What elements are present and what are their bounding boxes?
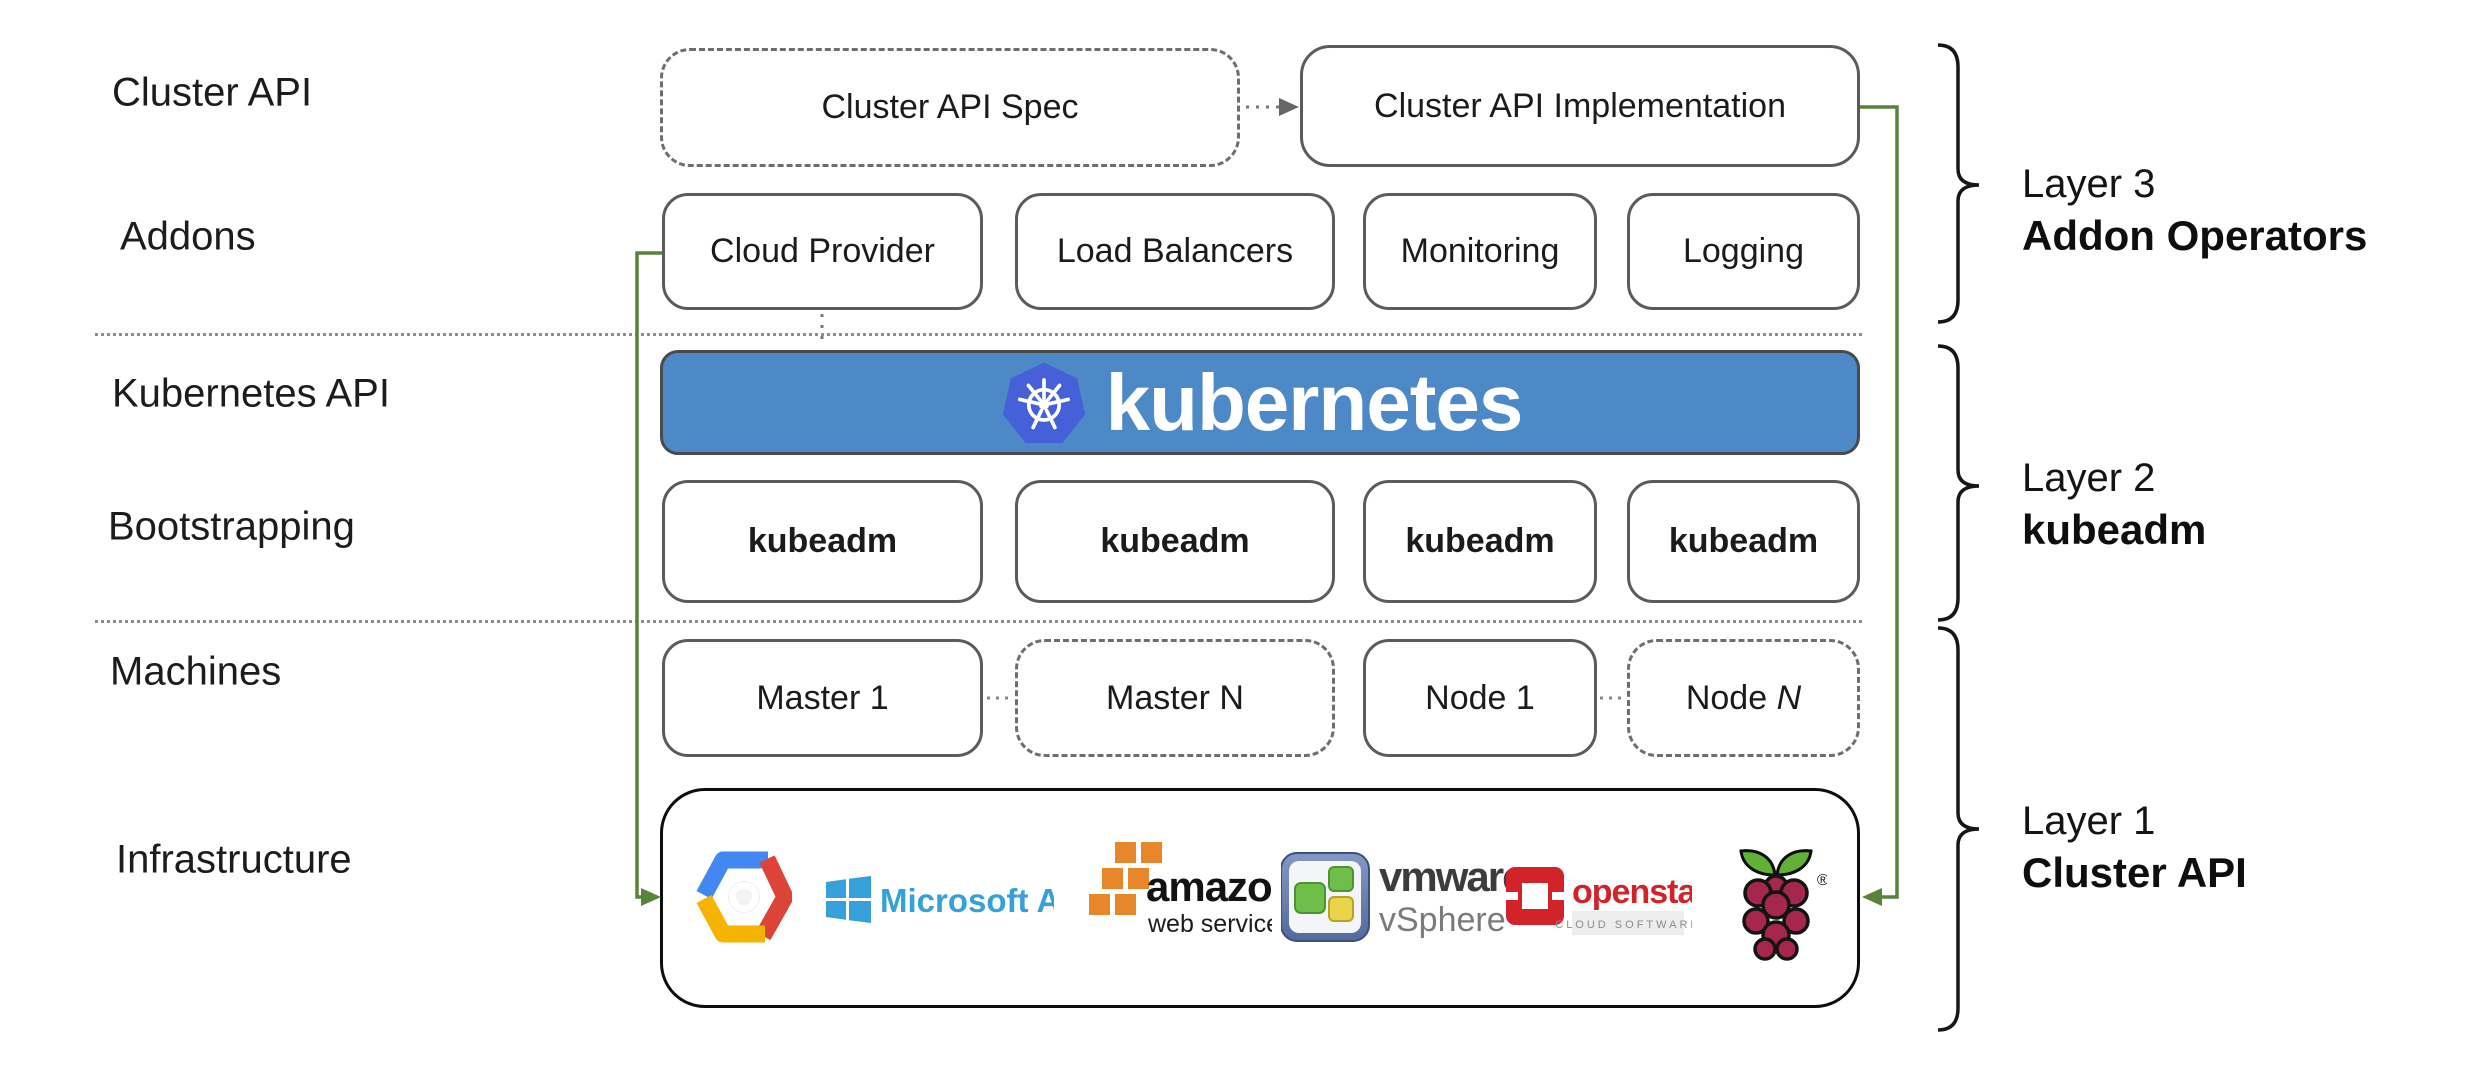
svg-text:openstack: openstack	[1572, 873, 1692, 911]
logging-label: Logging	[1682, 232, 1804, 270]
layer-1-subtitle: Cluster API	[2022, 849, 2247, 896]
section-divider-top	[95, 333, 1862, 336]
row-label-kubernetes-api: Kubernetes API	[112, 371, 390, 416]
node-1-label: Node 1	[1425, 678, 1535, 717]
load-balancers-label: Load Balancers	[1056, 232, 1294, 270]
kubeadm-label: kubeadm	[1100, 522, 1250, 560]
kubernetes-banner-label: kubernetes	[1105, 357, 1524, 447]
cluster-api-spec-label: Cluster API Spec	[821, 88, 1079, 126]
monitoring-label: Monitoring	[1400, 232, 1560, 270]
layer-3-label: Layer 3 Addon Operators	[2022, 158, 2367, 262]
machine-box-node-1: Node 1	[1363, 639, 1597, 757]
kubeadm-label: kubeadm	[747, 522, 898, 560]
row-label-cluster-api: Cluster API	[112, 70, 313, 115]
layer-2-label: Layer 2 kubeadm	[2022, 452, 2206, 556]
layer-1-name: Layer 1	[2022, 799, 2156, 843]
left-green-arrowhead	[641, 888, 661, 906]
master-n-label: Master N	[1106, 678, 1244, 717]
machine-box-master-1: Master 1	[662, 639, 983, 757]
microsoft-azure-logo: Microsoft Azure	[826, 876, 1054, 923]
cluster-api-implementation-box: Cluster API Implementation	[1300, 45, 1860, 167]
vmware-vsphere-logo: vmware ® vSphere	[1281, 852, 1509, 942]
layer-3-name: Layer 3	[2022, 162, 2156, 206]
infrastructure-box: Microsoft Azure amazon web services	[660, 788, 1860, 1008]
aws-logo: amazon web services	[1087, 840, 1272, 938]
layer-1-brace	[1937, 626, 1980, 1032]
cloud-provider-label: Cloud Provider	[710, 232, 935, 270]
master-1-label: Master 1	[756, 678, 889, 717]
layer-3-brace	[1937, 43, 1980, 324]
svg-text:®: ®	[1817, 872, 1827, 889]
spec-to-impl-arrowhead	[1279, 98, 1299, 116]
google-cloud-logo	[696, 851, 792, 943]
kubernetes-logo-icon	[1002, 362, 1085, 443]
kubeadm-box-2: kubeadm	[1015, 480, 1335, 603]
cluster-api-spec-box: Cluster API Spec	[660, 48, 1240, 167]
kubernetes-banner: kubernetes	[660, 350, 1860, 455]
row-label-machines: Machines	[110, 649, 282, 694]
raspberry-pi-logo: ®	[1739, 849, 1827, 961]
row-label-addons: Addons	[120, 214, 256, 259]
layer-2-subtitle: kubeadm	[2022, 506, 2207, 553]
kubeadm-box-4: kubeadm	[1627, 480, 1860, 603]
implementation-to-infrastructure-green-line	[1860, 105, 1899, 899]
kubeadm-label: kubeadm	[1405, 522, 1555, 560]
addon-box-cloud-provider: Cloud Provider	[662, 193, 983, 310]
machine-box-master-n: Master N	[1015, 639, 1335, 757]
row-label-bootstrapping: Bootstrapping	[108, 504, 355, 549]
layer-2-brace	[1937, 344, 1980, 622]
node-n-label: Node N	[1685, 678, 1802, 717]
addon-box-monitoring: Monitoring	[1363, 193, 1597, 310]
layer-1-label: Layer 1 Cluster API	[2022, 795, 2247, 899]
layer-2-name: Layer 2	[2022, 456, 2156, 500]
svg-text:web services: web services	[1147, 910, 1272, 938]
kubeadm-box-1: kubeadm	[662, 480, 983, 603]
svg-text:vmware: vmware	[1379, 853, 1509, 900]
cloud-provider-to-infrastructure-green-line	[635, 251, 662, 899]
svg-text:CLOUD SOFTWARE: CLOUD SOFTWARE	[1555, 919, 1692, 931]
svg-text:vSphere: vSphere	[1379, 901, 1506, 939]
row-label-infrastructure: Infrastructure	[116, 837, 352, 882]
cluster-api-implementation-label: Cluster API Implementation	[1374, 86, 1786, 125]
svg-text:Microsoft Azure: Microsoft Azure	[880, 882, 1054, 919]
openstack-logo: openstack ™ CLOUD SOFTWARE	[1506, 867, 1692, 935]
svg-text:amazon: amazon	[1146, 863, 1272, 910]
addon-box-logging: Logging	[1627, 193, 1860, 310]
section-divider-bottom	[95, 620, 1862, 623]
right-green-arrowhead	[1862, 888, 1882, 906]
kubeadm-label: kubeadm	[1668, 522, 1819, 560]
machine-box-node-n: Node N	[1627, 639, 1860, 757]
addon-box-load-balancers: Load Balancers	[1015, 193, 1335, 310]
kubeadm-box-3: kubeadm	[1363, 480, 1597, 603]
layer-3-subtitle: Addon Operators	[2022, 212, 2368, 259]
